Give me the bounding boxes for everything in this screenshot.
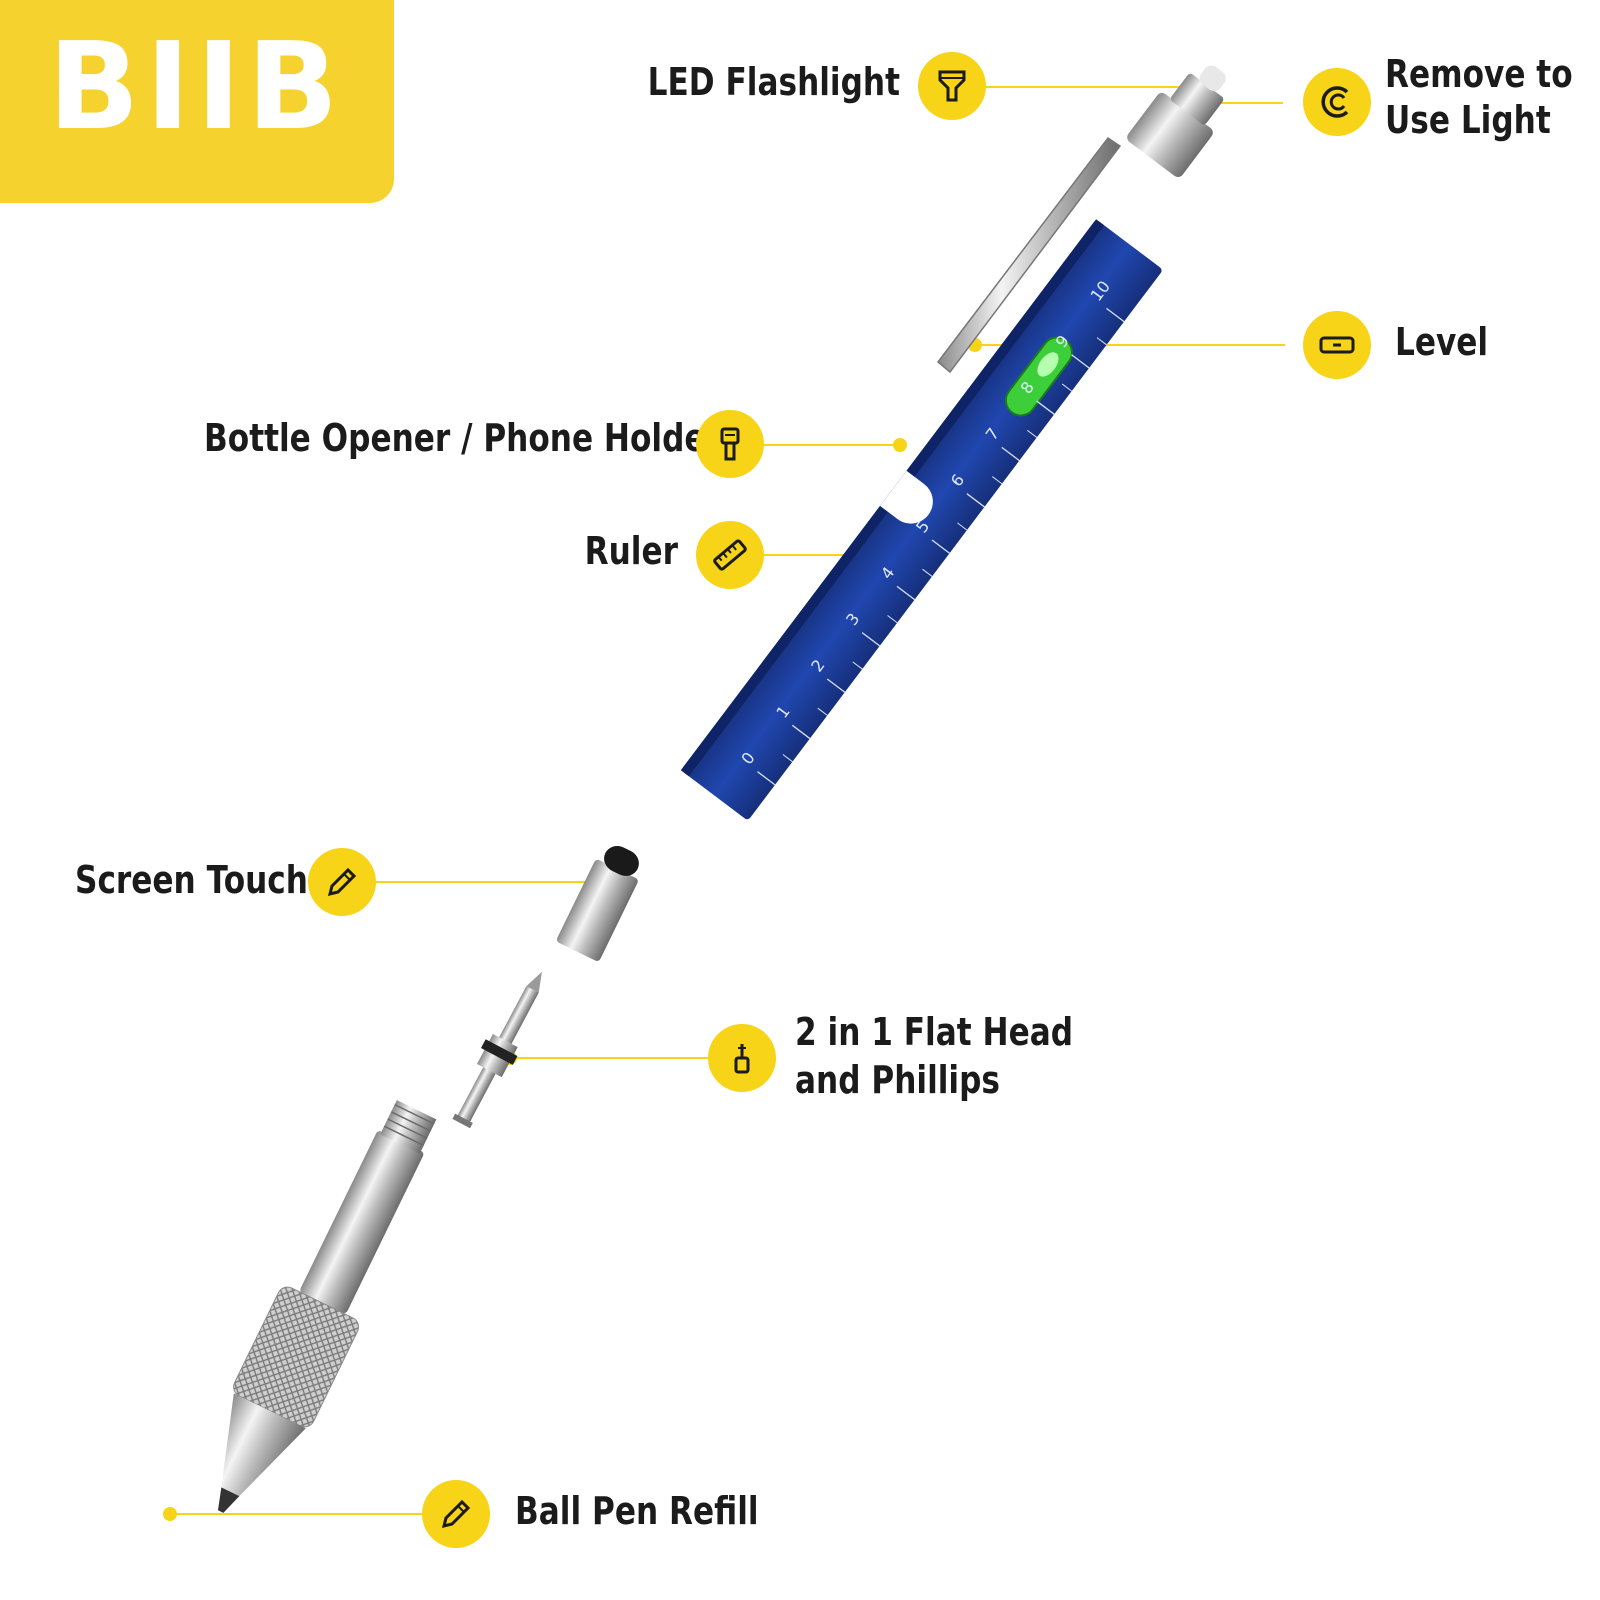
pen-body — [680, 219, 1162, 820]
flashlight-cap — [1127, 65, 1226, 178]
ruler-label: Ruler — [584, 529, 678, 573]
remove-light-line1: Remove to — [1385, 52, 1573, 96]
screwdriver-bit — [452, 971, 542, 1129]
brand-logo-box: BIIB — [0, 0, 394, 203]
screen-touch-label: Screen Touch — [75, 858, 308, 902]
bottle-opener-icon — [696, 410, 764, 478]
screwdriver-line2: and Phillips — [795, 1058, 1000, 1102]
stylus-cap — [556, 846, 639, 961]
pen-barrel — [217, 1100, 437, 1513]
pocket-clip — [936, 136, 1122, 374]
ball-pen-label: Ball Pen Refill — [515, 1489, 759, 1533]
remove-light-line2: Use Light — [1385, 98, 1551, 142]
level-icon — [1303, 311, 1371, 379]
stylus-icon — [308, 848, 376, 916]
level-label: Level — [1395, 320, 1489, 364]
screwdriver-icon — [708, 1024, 776, 1092]
brand-logo: BIIB — [48, 18, 345, 157]
led-flashlight-label: LED Flashlight — [647, 60, 900, 104]
screwdriver-line1: 2 in 1 Flat Head — [795, 1010, 1074, 1054]
pen-icon — [422, 1480, 490, 1548]
ruler-icon — [696, 521, 764, 589]
bottle-opener-label: Bottle Opener / Phone Holder — [204, 416, 721, 460]
leader-lines — [170, 86, 1285, 1515]
magnet-icon — [1303, 68, 1371, 136]
flashlight-icon — [918, 52, 986, 120]
